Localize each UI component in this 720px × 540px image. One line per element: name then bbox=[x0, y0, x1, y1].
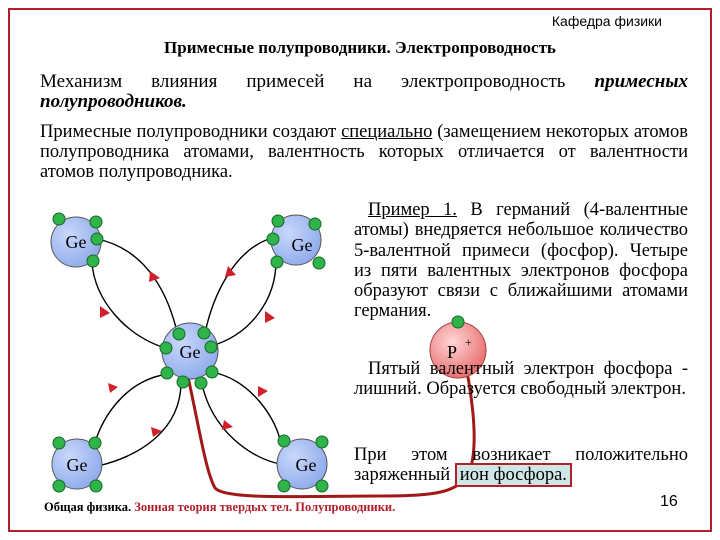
bond-loop bbox=[201, 383, 281, 465]
electron bbox=[451, 315, 465, 329]
impurity-charge: + bbox=[465, 335, 472, 349]
electron bbox=[204, 340, 218, 354]
footer-topic: Зонная теория твердых тел. Полупроводник… bbox=[134, 500, 396, 514]
electron bbox=[90, 232, 104, 246]
mechanism-emphasis: примесных полупроводников. bbox=[40, 71, 688, 112]
bond-loop bbox=[204, 237, 273, 334]
ion-highlight: ион фосфора. bbox=[454, 463, 572, 488]
bond-loop bbox=[91, 373, 169, 456]
bond-loop bbox=[96, 238, 179, 337]
atom-label: Ge bbox=[66, 232, 87, 252]
atom-label: Ge bbox=[180, 342, 201, 362]
bond-arrow bbox=[265, 311, 275, 323]
electron bbox=[52, 479, 66, 493]
ion-before: При этом возникает положительно заряженн… bbox=[354, 445, 688, 486]
electron bbox=[172, 327, 186, 341]
electron bbox=[312, 256, 326, 270]
bond-loop bbox=[91, 262, 166, 349]
electron bbox=[277, 479, 291, 493]
atom-label: Ge bbox=[67, 455, 88, 475]
electron bbox=[277, 434, 291, 448]
electron bbox=[197, 326, 211, 340]
electron bbox=[270, 255, 284, 269]
ion-paragraph: При этом возникает положительно заряженн… bbox=[354, 445, 688, 488]
bond-arrows bbox=[100, 266, 275, 437]
electron bbox=[52, 212, 66, 226]
electron bbox=[315, 435, 329, 449]
department-label: Кафедра физики bbox=[551, 13, 662, 29]
example-paragraph: Пример 1. В германий (4-валентные атомы)… bbox=[354, 200, 688, 322]
bond-arrow bbox=[222, 420, 233, 430]
fifth-electron-paragraph: Пятый валентный электрон фосфора - лишни… bbox=[354, 359, 688, 400]
electron bbox=[271, 214, 285, 228]
bond-arrow bbox=[149, 271, 160, 282]
bond-arrow bbox=[258, 386, 268, 397]
electron bbox=[266, 232, 280, 246]
intro-paragraph: Примесные полупроводники создают специал… bbox=[40, 122, 688, 182]
footer-course: Общая физика. bbox=[44, 500, 132, 514]
electron bbox=[88, 436, 102, 450]
atom-label: Ge bbox=[296, 455, 317, 475]
phosphorus-ion: P + bbox=[429, 321, 487, 379]
mechanism-heading: Механизм влияния примесей на электропров… bbox=[40, 72, 688, 112]
electron bbox=[194, 376, 208, 390]
atom-top-right: Ge bbox=[270, 214, 322, 266]
electron bbox=[52, 436, 66, 450]
electron bbox=[176, 375, 190, 389]
atom-label: Ge bbox=[292, 235, 313, 255]
atom-bottom-left: Ge bbox=[51, 438, 103, 490]
electron bbox=[205, 365, 219, 379]
intro-underlined: специально bbox=[341, 122, 433, 142]
atom-bottom-right: Ge bbox=[276, 438, 328, 490]
slide-frame bbox=[8, 8, 712, 532]
intro-after: (замещением некоторых атомов полупроводн… bbox=[40, 122, 688, 182]
electron bbox=[160, 366, 174, 380]
mechanism-plain: Механизм влияния примесей на электропров… bbox=[40, 71, 595, 92]
bond-arrow bbox=[225, 266, 236, 277]
free-electron-path bbox=[184, 339, 476, 499]
electron bbox=[308, 217, 322, 231]
electron bbox=[89, 215, 103, 229]
impurity-label: P bbox=[447, 342, 457, 362]
electron bbox=[159, 341, 173, 355]
fifth-electron-text: Пятый валентный электрон фосфора - лишни… bbox=[354, 359, 688, 400]
example-text: В германий (4-валентные атомы) внедряетс… bbox=[354, 200, 689, 322]
page-number: 16 bbox=[660, 493, 678, 510]
electron bbox=[86, 254, 100, 268]
bond-arrow bbox=[100, 306, 110, 318]
bond-loop bbox=[211, 371, 281, 441]
bond-arrow bbox=[151, 427, 162, 437]
example-label: Пример 1. bbox=[368, 200, 457, 220]
bond-arrow bbox=[108, 383, 118, 393]
bond-loop bbox=[210, 260, 277, 347]
bond-loop bbox=[97, 381, 182, 467]
electron bbox=[315, 479, 329, 493]
electron bbox=[89, 479, 103, 493]
slide-title: Примесные полупроводники. Электропроводн… bbox=[164, 38, 556, 57]
intro-before: Примесные полупроводники создают bbox=[40, 122, 342, 142]
footer: Общая физика. Зонная теория твердых тел.… bbox=[44, 500, 395, 515]
valence-electrons bbox=[52, 212, 465, 493]
